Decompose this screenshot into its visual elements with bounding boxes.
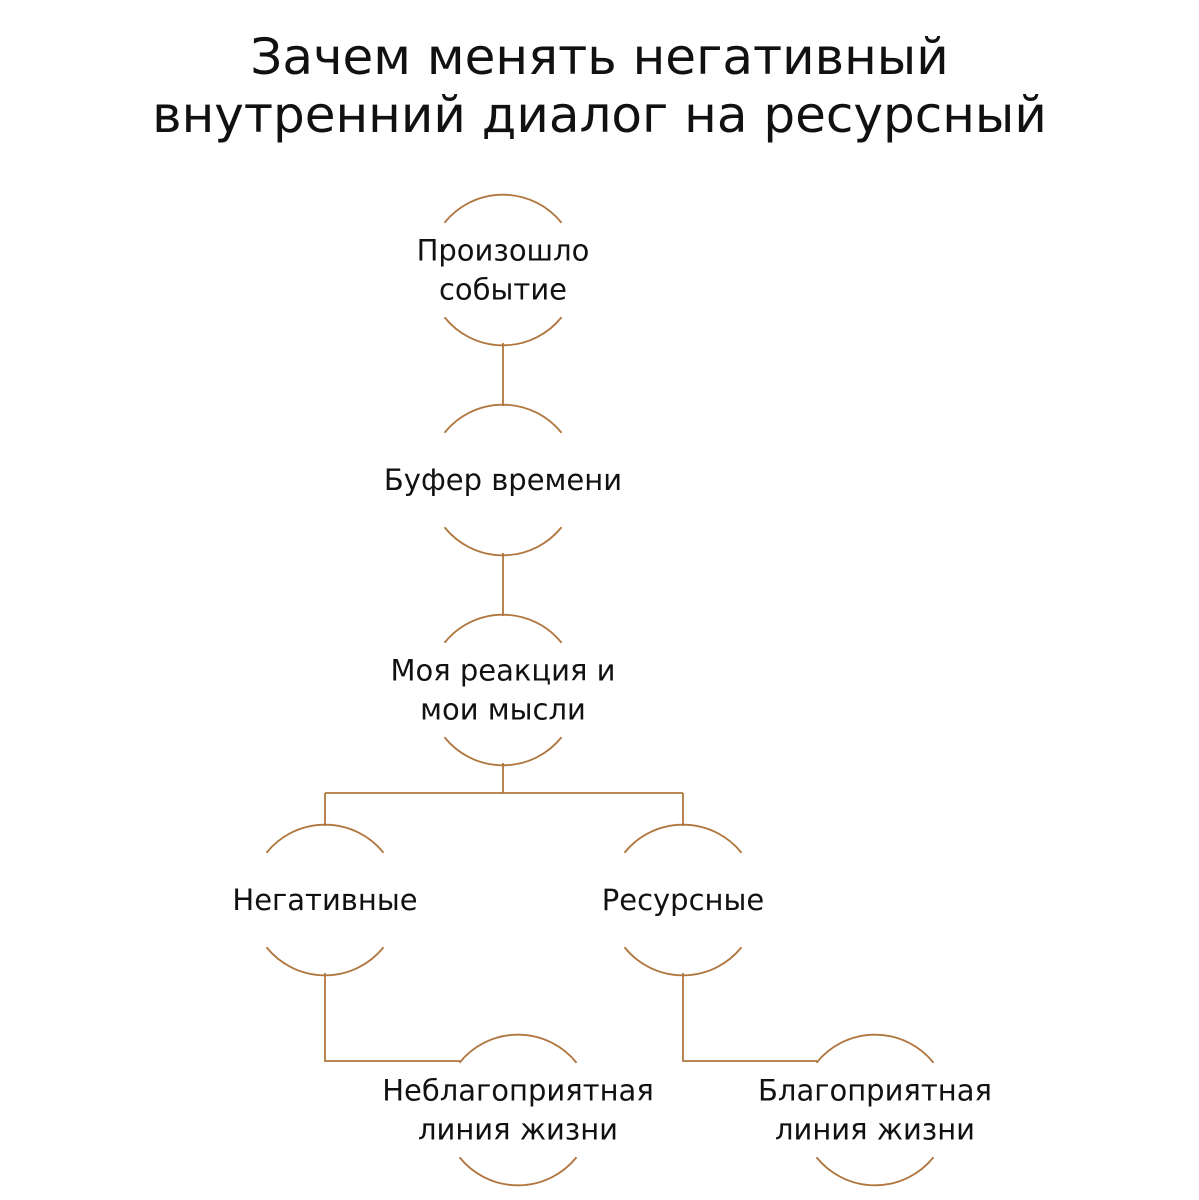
node-unfavorable-bottom-arc xyxy=(458,1156,578,1187)
page-title: Зачем менять негативный внутренний диало… xyxy=(0,28,1199,144)
node-negative-top-arc xyxy=(265,823,385,854)
node-buffer: Буфер времени xyxy=(384,403,622,557)
node-event: Произошло событие xyxy=(417,193,590,347)
node-buffer-bottom-arc xyxy=(443,526,563,557)
node-reaction-label-1: Моя реакция и xyxy=(390,654,615,688)
node-negative-label-1: Негативные xyxy=(232,883,417,917)
node-reaction: Моя реакция и мои мысли xyxy=(390,613,616,767)
title-line-1: Зачем менять негативный xyxy=(250,28,949,86)
node-favorable: Благоприятная линия жизни xyxy=(758,1033,992,1187)
node-reaction-label-2: мои мысли xyxy=(420,693,586,727)
connectors xyxy=(324,343,817,1062)
connector-negative-unfavorable xyxy=(324,973,460,1062)
node-event-label-2: событие xyxy=(439,273,567,307)
node-unfavorable-label-2: линия жизни xyxy=(418,1113,618,1147)
node-favorable-label-1: Благоприятная xyxy=(758,1074,992,1108)
node-favorable-label-2: линия жизни xyxy=(775,1113,975,1147)
connector-resource-favorable xyxy=(682,973,817,1062)
node-event-bottom-arc xyxy=(443,316,563,347)
node-resource-label-1: Ресурсные xyxy=(602,883,765,917)
node-buffer-top-arc xyxy=(443,403,563,434)
node-buffer-label-1: Буфер времени xyxy=(384,463,622,497)
node-resource-bottom-arc xyxy=(623,946,743,977)
title-line-2: внутренний диалог на ресурсный xyxy=(152,86,1047,144)
node-resource-top-arc xyxy=(623,823,743,854)
node-reaction-top-arc xyxy=(443,613,563,644)
node-unfavorable-top-arc xyxy=(458,1033,578,1064)
node-favorable-top-arc xyxy=(815,1033,935,1064)
node-resource: Ресурсные xyxy=(602,823,765,977)
node-favorable-bottom-arc xyxy=(815,1156,935,1187)
node-unfavorable-label-1: Неблагоприятная xyxy=(382,1074,654,1108)
node-negative-bottom-arc xyxy=(265,946,385,977)
node-unfavorable: Неблагоприятная линия жизни xyxy=(382,1033,654,1187)
node-event-label-1: Произошло xyxy=(417,234,590,268)
node-event-top-arc xyxy=(443,193,563,224)
node-reaction-bottom-arc xyxy=(443,736,563,767)
node-negative: Негативные xyxy=(232,823,418,977)
